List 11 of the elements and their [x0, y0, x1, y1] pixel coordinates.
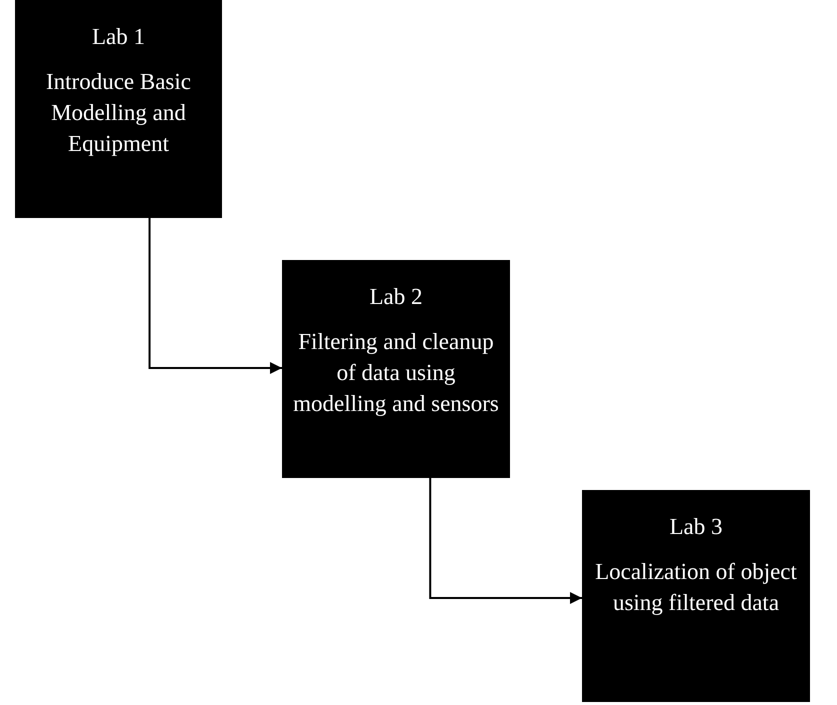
box-heading: Lab 2 — [369, 283, 422, 311]
arrow — [429, 478, 582, 604]
box-heading: Lab 3 — [669, 513, 722, 541]
process-box — [282, 260, 510, 478]
process-box — [15, 0, 222, 218]
process-box — [582, 490, 810, 702]
box-description: Introduce Basic Modelling and Equipment — [45, 68, 192, 158]
box-heading: Lab 1 — [92, 23, 145, 51]
arrow — [148, 218, 282, 374]
box-description: Filtering and cleanup of data using modelling and sensors — [292, 328, 500, 418]
box-description: Localization of object using filtered data — [594, 558, 798, 617]
